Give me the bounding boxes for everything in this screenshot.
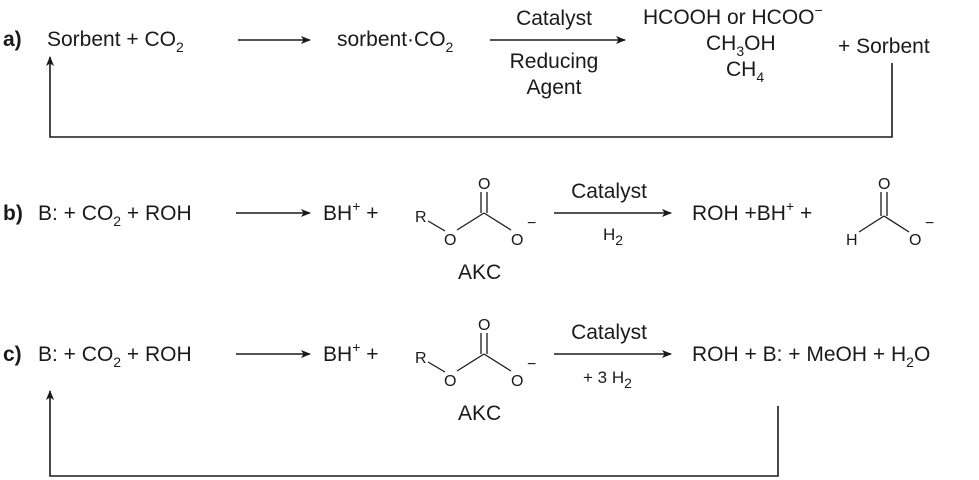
o-c-bond bbox=[456, 212, 485, 231]
scheme-c-arrow-catalyst: Catalyst bbox=[571, 321, 647, 344]
carbonyl-oxygen: O bbox=[478, 317, 490, 334]
scheme-a-product-formic: HCOOH or HCOO− bbox=[643, 2, 823, 29]
scheme-b-arrow-catalyst: Catalyst bbox=[571, 180, 647, 203]
scheme-a-arrow-catalyst: Catalyst bbox=[516, 7, 592, 30]
c-o-minus-bond bbox=[483, 353, 512, 372]
scheme-b-reactants: B: + CO2 + ROH bbox=[38, 202, 192, 229]
o-c-bond bbox=[456, 353, 485, 372]
anionic-oxygen: O bbox=[511, 232, 523, 249]
scheme-c-cation: BH+ + bbox=[323, 339, 378, 366]
scheme-a-regenerated-sorbent: + Sorbent bbox=[838, 35, 930, 58]
scheme-c-akc-structure: R O O O − bbox=[415, 317, 536, 390]
formate-carbonyl-oxygen: O bbox=[878, 176, 890, 193]
anion-charge: − bbox=[527, 215, 536, 232]
scheme-a-arrow-reducing: Reducing bbox=[510, 50, 599, 73]
anionic-oxygen: O bbox=[511, 373, 523, 390]
scheme-c: c) B: + CO2 + ROH BH+ + R O O O − AKC Ca… bbox=[3, 317, 930, 477]
formate-anionic-oxygen: O bbox=[909, 232, 921, 249]
r-o-bond bbox=[427, 220, 446, 232]
c-o-bond bbox=[883, 215, 910, 233]
scheme-a-reactants: Sorbent + CO2 bbox=[47, 28, 184, 55]
anion-charge: − bbox=[527, 356, 536, 373]
r-group-label: R bbox=[415, 209, 427, 226]
c-o-minus-bond bbox=[483, 212, 512, 231]
scheme-b-formate-structure: H O O − bbox=[846, 176, 934, 249]
scheme-b-cation: BH+ + bbox=[323, 198, 378, 225]
scheme-a: a) Sorbent + CO2 sorbent·CO2 Catalyst Re… bbox=[3, 2, 930, 138]
scheme-a-product-methane: CH4 bbox=[726, 58, 764, 85]
scheme-b-label: b) bbox=[3, 202, 23, 225]
h-c-bond bbox=[858, 215, 885, 233]
scheme-c-recycle-arrow bbox=[46, 390, 779, 477]
carbonyl-oxygen: O bbox=[478, 176, 490, 193]
scheme-a-arrow-agent: Agent bbox=[527, 76, 582, 99]
scheme-a-intermediate: sorbent·CO2 bbox=[337, 28, 454, 55]
formate-charge: − bbox=[925, 215, 934, 232]
scheme-a-product-methanol: CH3OH bbox=[706, 32, 776, 59]
ester-oxygen: O bbox=[444, 232, 456, 249]
scheme-c-reactants: B: + CO2 + ROH bbox=[38, 343, 192, 370]
scheme-b-akc-structure: R O O O − bbox=[415, 176, 536, 249]
scheme-b-arrow-h2: H2 bbox=[603, 225, 623, 248]
formate-hydrogen: H bbox=[846, 232, 858, 249]
scheme-c-products: ROH + B: + MeOH + H2O bbox=[692, 343, 930, 370]
scheme-b-products: ROH +BH+ + bbox=[692, 198, 812, 225]
scheme-c-arrow-3h2: + 3 H2 bbox=[583, 368, 632, 391]
scheme-b-akc-label: AKC bbox=[458, 261, 501, 284]
scheme-a-recycle-arrow bbox=[46, 56, 893, 138]
scheme-c-akc-label: AKC bbox=[458, 402, 501, 425]
scheme-b: b) B: + CO2 + ROH BH+ + R O O O − AKC Ca… bbox=[3, 176, 934, 284]
ester-oxygen: O bbox=[444, 373, 456, 390]
scheme-c-label: c) bbox=[3, 343, 22, 366]
r-o-bond bbox=[427, 361, 446, 373]
scheme-a-label: a) bbox=[3, 28, 22, 51]
r-group-label: R bbox=[415, 350, 427, 367]
